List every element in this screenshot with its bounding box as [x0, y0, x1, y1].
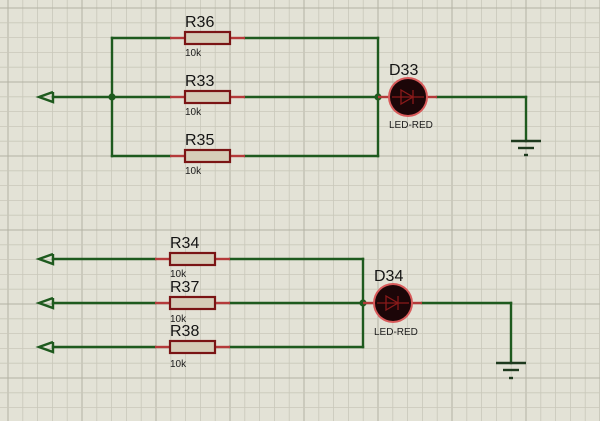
- resistor-value-label: 10k: [185, 48, 202, 59]
- resistor-ref-label: R33: [185, 73, 214, 90]
- led-ref-label: D33: [389, 62, 418, 79]
- resistor-r36[interactable]: R36 10k: [170, 14, 245, 59]
- led-d33[interactable]: D33 LED-RED: [378, 62, 437, 131]
- resistor-value-label: 10k: [170, 359, 187, 370]
- diode-icon: [392, 88, 424, 106]
- resistor-ref-label: R38: [170, 323, 199, 340]
- lower-circuit: R34 10k R37 10k R38 10k: [35, 235, 526, 380]
- wire-net[interactable]: [51, 257, 513, 365]
- input-terminal-icon[interactable]: [35, 340, 55, 354]
- resistor-value-label: 10k: [170, 269, 187, 280]
- input-terminal-icon[interactable]: [35, 296, 55, 310]
- ground-icon[interactable]: [511, 139, 541, 157]
- resistor-r35[interactable]: R35 10k: [170, 132, 245, 177]
- led-d34[interactable]: D34 LED-RED: [363, 268, 422, 338]
- wire-net[interactable]: [51, 36, 528, 158]
- resistor-value-label: 10k: [185, 107, 202, 118]
- diode-icon: [377, 294, 409, 312]
- resistor-ref-label: R36: [185, 14, 214, 31]
- resistor-value-label: 10k: [170, 314, 187, 325]
- led-value-label: LED-RED: [374, 327, 418, 338]
- ground-icon[interactable]: [496, 361, 526, 380]
- input-terminal-icon[interactable]: [35, 252, 55, 266]
- upper-circuit: R36 10k R33 10k R35 10k: [35, 14, 541, 177]
- resistor-ref-label: R34: [170, 235, 199, 252]
- resistor-r34[interactable]: R34 10k: [155, 235, 230, 280]
- led-ref-label: D34: [374, 268, 403, 285]
- resistor-ref-label: R37: [170, 279, 199, 296]
- resistor-r33[interactable]: R33 10k: [170, 73, 245, 118]
- junction-dot: [108, 93, 116, 101]
- resistor-ref-label: R35: [185, 132, 214, 149]
- led-value-label: LED-RED: [389, 120, 433, 131]
- resistor-value-label: 10k: [185, 166, 202, 177]
- resistor-r37[interactable]: R37 10k: [155, 279, 230, 325]
- resistor-r38[interactable]: R38 10k: [155, 323, 230, 370]
